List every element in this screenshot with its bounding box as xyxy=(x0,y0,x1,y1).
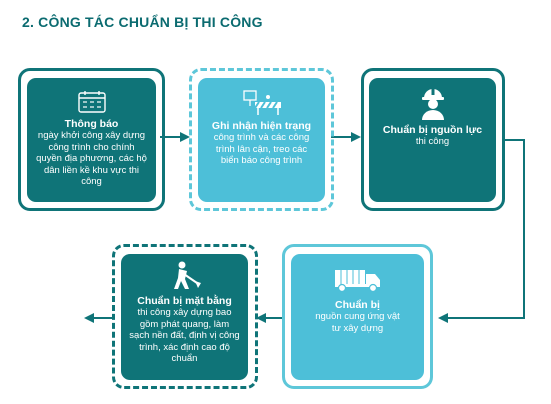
page-title: 2. CÔNG TÁC CHUẨN BỊ THI CÔNG xyxy=(22,14,263,30)
step1-title: Thông báo xyxy=(64,118,119,130)
step2-card: Ghi nhận hiện trạng công trình và các cô… xyxy=(198,78,325,202)
step1-body: ngày khởi công xây dựng công trình cho c… xyxy=(36,130,147,187)
construction-barrier-icon xyxy=(242,90,281,115)
step5-card: Chuẩn bị mặt bằng thi công xây dựng bao … xyxy=(121,254,248,380)
step2-body: công trình và các công trình lân cận, tr… xyxy=(213,132,310,166)
step3-body: thi công xyxy=(415,136,450,147)
arrowhead-step2 xyxy=(180,132,190,142)
step4-card: Chuẩn bị nguồn cung ứng vật tư xây dựng xyxy=(291,254,424,380)
arrowhead-step5 xyxy=(256,313,266,323)
step4-body: nguồn cung ứng vật tư xây dựng xyxy=(315,311,400,334)
step4-title: Chuẩn bị xyxy=(335,299,380,311)
connector-step3-step4 xyxy=(446,139,525,319)
step3-card: Chuẩn bị nguồn lực thi công xyxy=(369,78,496,202)
step5-frame xyxy=(112,244,258,389)
arrowhead-step3 xyxy=(351,132,361,142)
step3-title: Chuẩn bị nguồn lực xyxy=(382,124,483,136)
step5-title: Chuẩn bị mặt bằng xyxy=(137,295,232,307)
step2-frame xyxy=(189,68,334,211)
arrowhead-step4 xyxy=(438,313,448,323)
truck-icon xyxy=(334,270,380,293)
step4-frame xyxy=(282,244,433,389)
step1-card: Thông báo ngày khởi công xây dựng công t… xyxy=(27,78,156,202)
step5-body: thi công xây dựng bao gồm phát quang, là… xyxy=(129,307,240,364)
step3-frame xyxy=(361,68,505,211)
worker-helmet-icon xyxy=(421,89,444,120)
step2-title: Ghi nhận hiện trạng xyxy=(211,120,312,132)
digging-worker-icon xyxy=(173,261,201,289)
calendar-icon xyxy=(77,91,106,113)
arrowhead-end xyxy=(84,313,94,323)
step1-frame xyxy=(18,68,165,211)
